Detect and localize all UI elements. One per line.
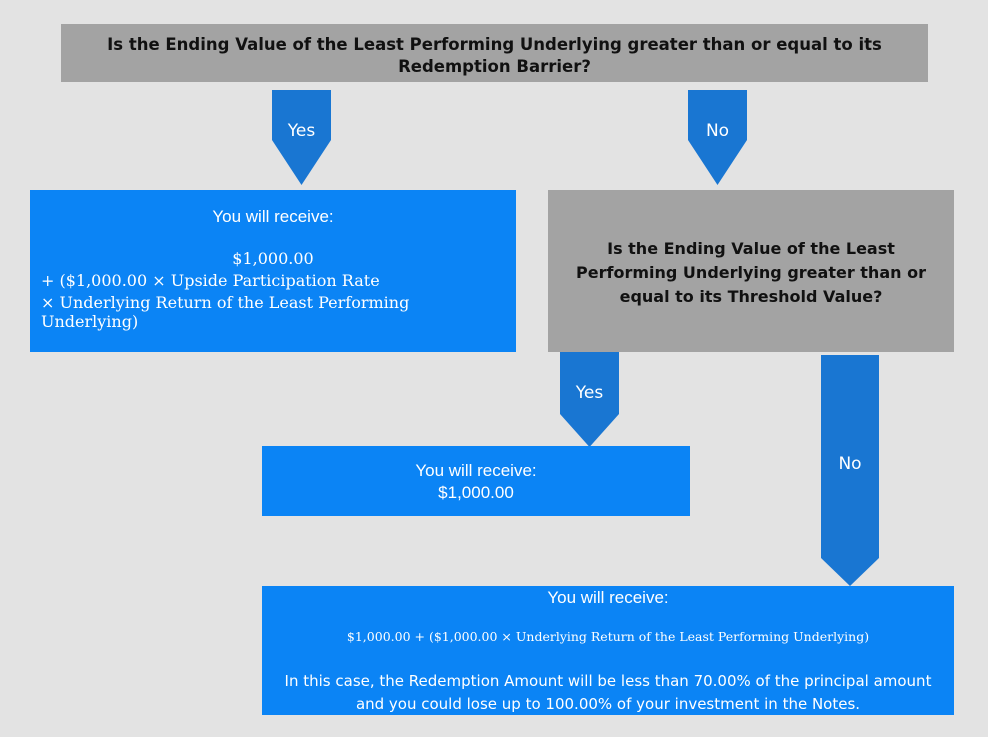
- outcome-downside-loss: You will receive: $1,000.00 + ($1,000.00…: [262, 586, 954, 715]
- question-redemption-barrier: Is the Ending Value of the Least Perform…: [61, 24, 928, 82]
- outcome-downside-note: In this case, the Redemption Amount will…: [284, 672, 932, 713]
- outcome-downside-formula: $1,000.00 + ($1,000.00 × Underlying Retu…: [346, 629, 870, 644]
- question-threshold-value-text: Is the Ending Value of the Least Perform…: [576, 239, 926, 306]
- question-redemption-barrier-text: Is the Ending Value of the Least Perform…: [107, 35, 882, 76]
- no-arrow-2: [821, 355, 879, 586]
- outcome-upside-heading: You will receive:: [212, 207, 334, 226]
- yes-arrow-2-label: Yes: [575, 383, 604, 403]
- outcome-principal-heading: You will receive:: [415, 461, 537, 480]
- yes-arrow-1: [272, 90, 331, 185]
- outcome-upside-amount: $1,000.00: [232, 249, 314, 268]
- yes-arrow-1-label: Yes: [287, 121, 316, 141]
- no-arrow-1: [688, 90, 747, 185]
- outcome-downside-heading: You will receive:: [547, 588, 669, 607]
- no-arrow-1-label: No: [705, 121, 730, 141]
- outcome-principal-returned: You will receive: $1,000.00: [262, 446, 690, 516]
- question-threshold-value: Is the Ending Value of the Least Perform…: [548, 190, 954, 352]
- outcome-upside-formula-line2: × Underlying Return of the Least Perform…: [41, 293, 410, 331]
- outcome-principal-amount: $1,000.00: [438, 483, 514, 502]
- no-arrow-2-label: No: [838, 454, 862, 474]
- outcome-upside-formula-line1: + ($1,000.00 × Upside Participation Rate: [41, 271, 380, 290]
- outcome-upside-return: You will receive: $1,000.00 + ($1,000.00…: [30, 190, 516, 352]
- yes-arrow-2: [560, 352, 619, 447]
